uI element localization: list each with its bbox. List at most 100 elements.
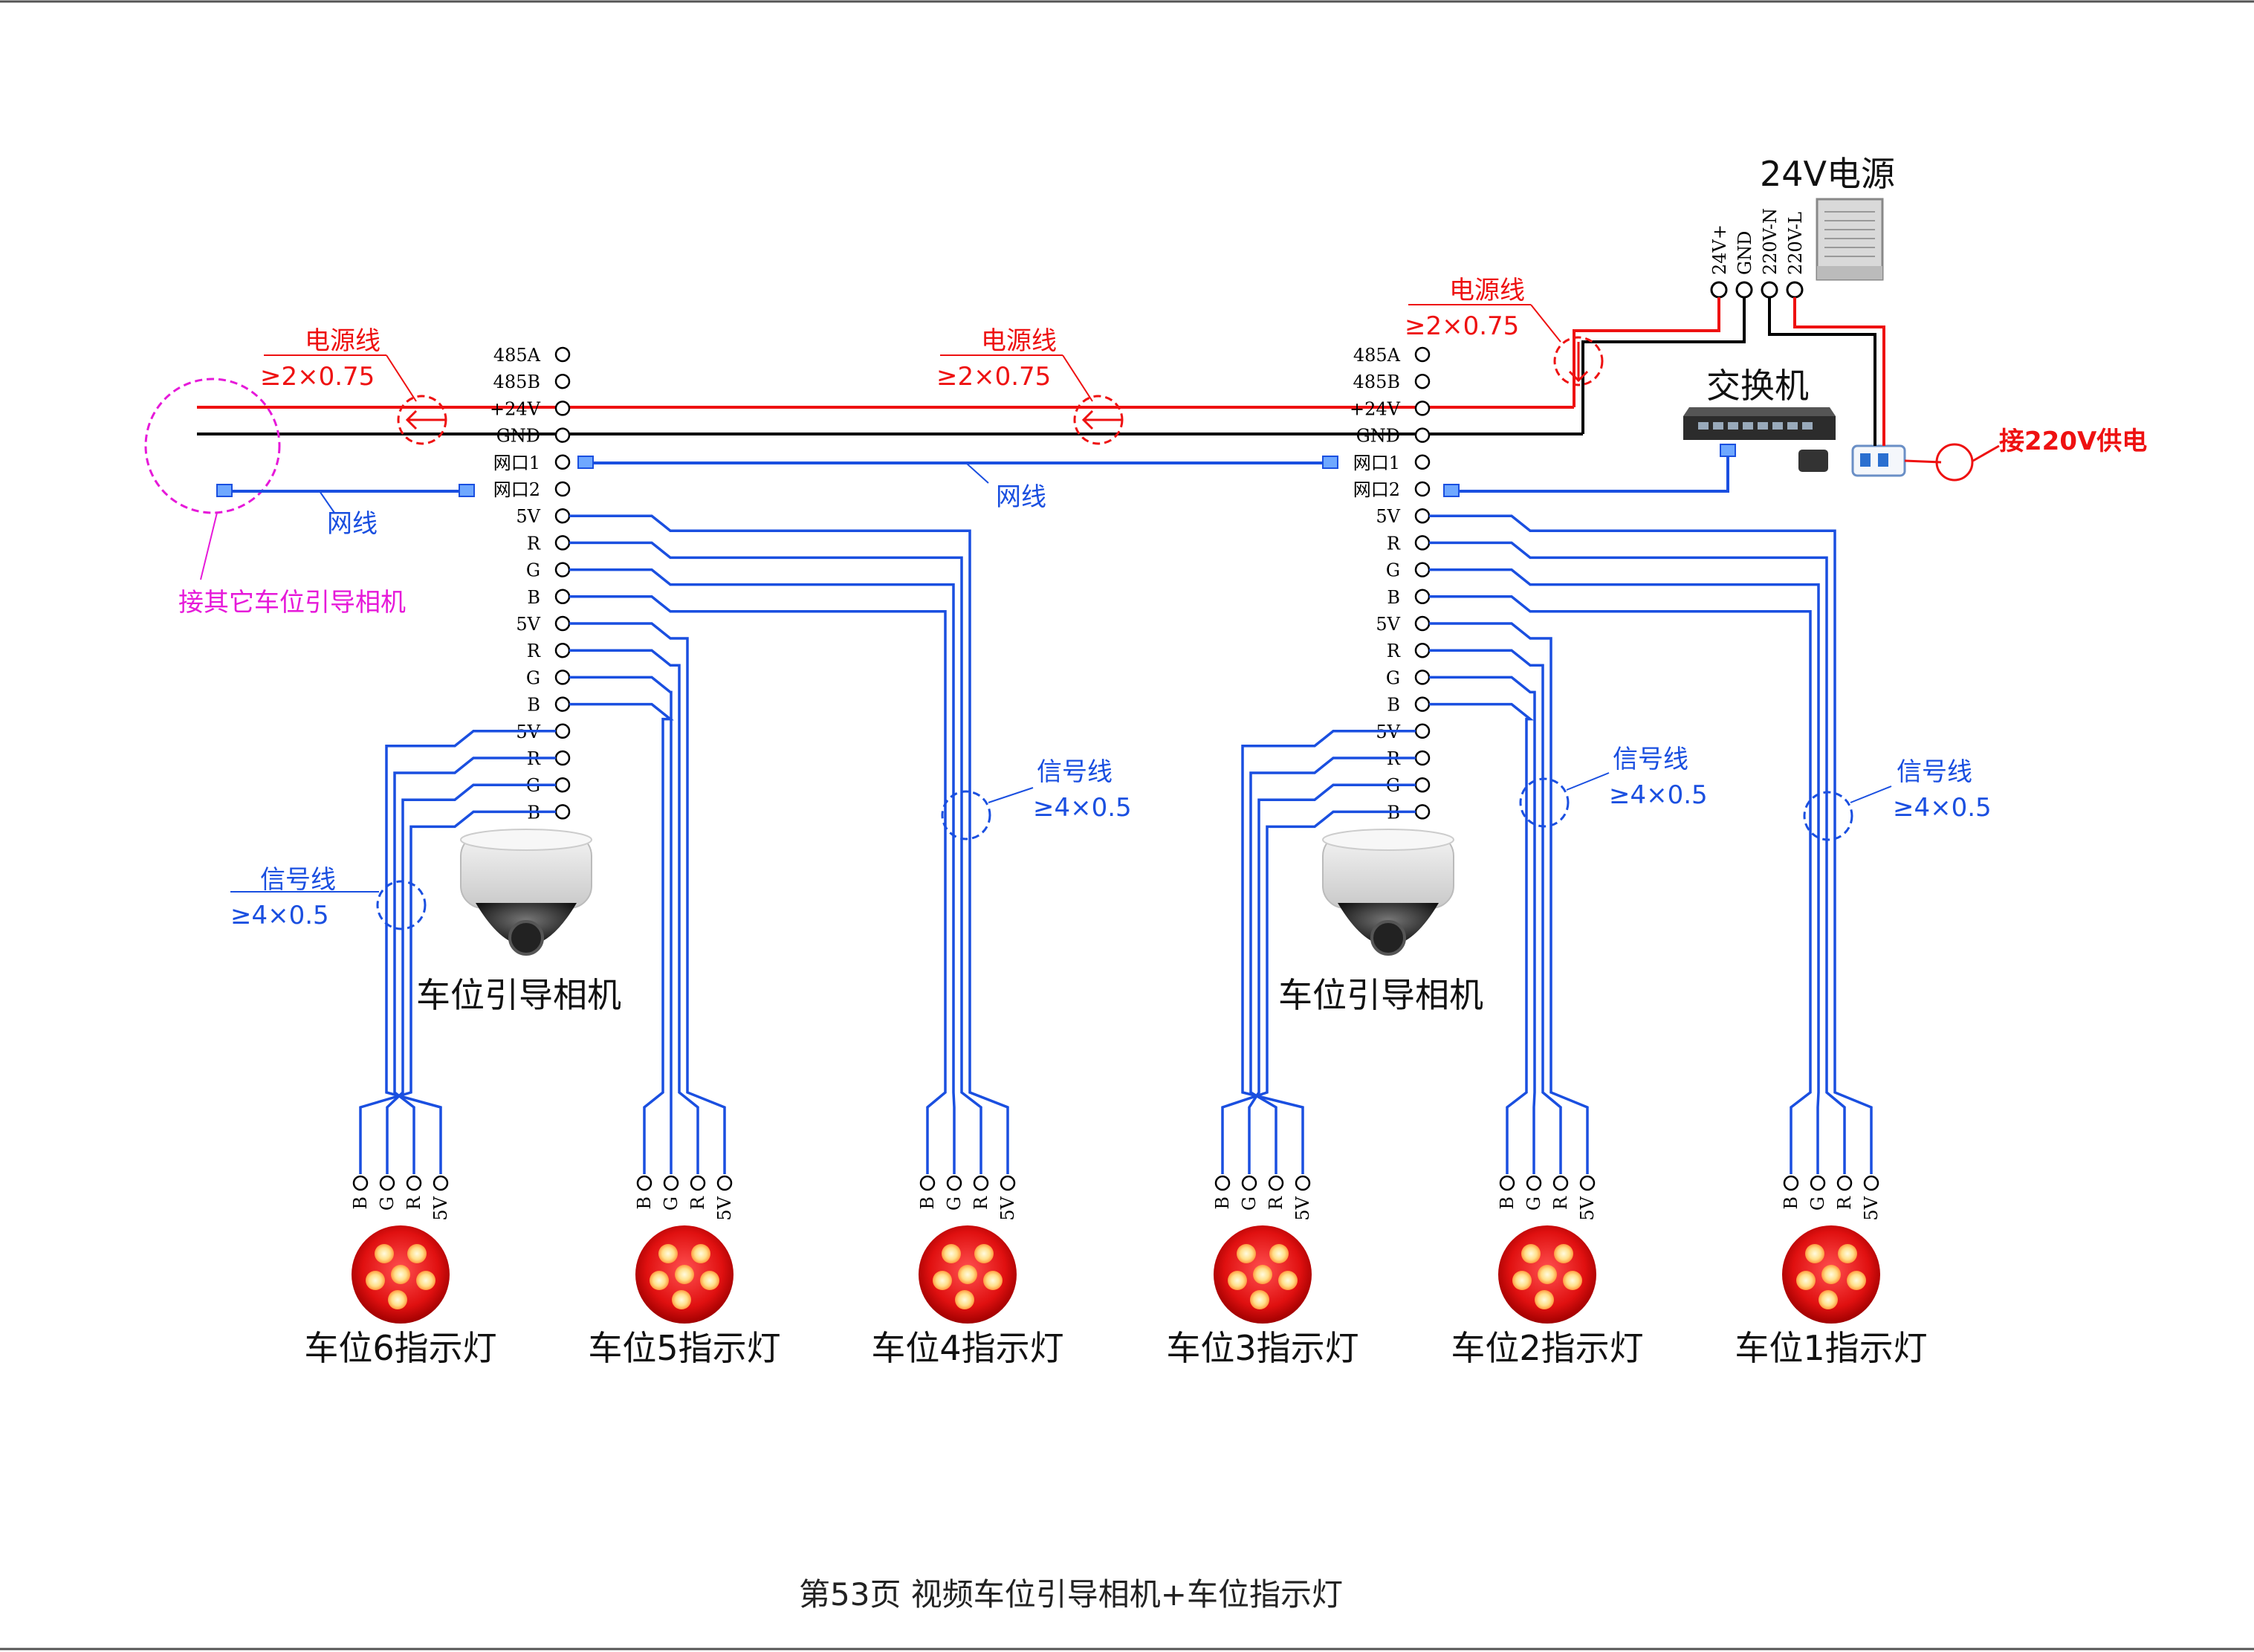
pin-label: G (944, 1196, 965, 1211)
mains-note: 接220V供电 (1999, 427, 2147, 456)
svg-text:电源线: 电源线 (981, 326, 1057, 356)
port-label: R (1387, 533, 1401, 554)
power-line-note-3: 电源线 ≥2×0.75 (1405, 276, 1604, 386)
port-label: R (527, 533, 541, 554)
pin-terminal (1499, 1175, 1515, 1191)
port-terminal (1414, 373, 1431, 389)
port-label: G (526, 667, 540, 688)
pin-label: B (1212, 1196, 1233, 1210)
port-terminal (554, 427, 571, 443)
network-switch: 交换机 (1683, 366, 1906, 477)
port-label: 网口2 (1353, 479, 1400, 500)
svg-text:网线: 网线 (996, 482, 1046, 512)
network-lines: 网线 网线 (216, 444, 1736, 539)
svg-text:信号线: 信号线 (260, 865, 336, 895)
port-label: 5V (1376, 614, 1400, 635)
page-caption: 第53页 视频车位引导相机+车位指示灯 (799, 1576, 1343, 1613)
pin-label: R (1266, 1196, 1286, 1210)
pin-terminal (433, 1175, 449, 1191)
pin-label: G (1523, 1196, 1544, 1211)
port-label: G (526, 560, 540, 581)
port-terminal (554, 481, 571, 497)
pin-terminal (1552, 1175, 1569, 1191)
pin-terminal (1268, 1175, 1284, 1191)
port-terminal (554, 535, 571, 551)
port-label: GND (1356, 426, 1400, 447)
pin-terminal (690, 1175, 706, 1191)
power-supply-title: 24V电源 (1760, 154, 1895, 194)
port-terminal (554, 615, 571, 632)
port-terminal (554, 401, 571, 416)
svg-text:≥4×0.5: ≥4×0.5 (1893, 793, 1992, 823)
svg-text:≥4×0.5: ≥4×0.5 (230, 901, 329, 930)
port-label: B (1387, 695, 1400, 716)
port-terminal (1414, 508, 1431, 524)
port-terminal (554, 777, 571, 793)
port-label: 网口1 (1353, 453, 1400, 473)
switch-title: 交换机 (1706, 366, 1809, 406)
camera-label: 车位引导相机 (416, 975, 621, 1015)
pin-terminal (1295, 1175, 1311, 1191)
pin-label: 5V (1861, 1196, 1882, 1220)
power-line-note-1: 电源线 ≥2×0.75 (260, 326, 447, 445)
port-label: 485A (493, 345, 541, 366)
indicator-label: 车位2指示灯 (1451, 1328, 1643, 1368)
indicator-label: 车位4指示灯 (871, 1328, 1063, 1368)
port-terminal (1414, 642, 1431, 658)
pin-terminal (1579, 1175, 1596, 1191)
port-terminal (1414, 481, 1431, 497)
pin-label: 5V (714, 1196, 735, 1220)
port-terminal (554, 670, 571, 685)
power-supply: 24V电源 24V+ GND 220V-N 220V-L (1709, 154, 1895, 299)
port-label: 网口2 (493, 479, 540, 500)
port-label: +24V (1350, 398, 1401, 419)
port-label: GND (496, 426, 540, 447)
port-terminal (554, 642, 571, 658)
pin-terminal (946, 1175, 962, 1191)
port-label: B (527, 587, 540, 608)
port-label: G (1386, 667, 1400, 688)
pin-terminal (1214, 1175, 1231, 1191)
port-terminal (554, 589, 571, 605)
pin-terminal (406, 1175, 422, 1191)
port-terminal (554, 562, 571, 577)
pin-label: G (1239, 1196, 1260, 1211)
pin-terminal (636, 1175, 652, 1191)
signal-line-note-1: 信号线 ≥4×0.5 (1803, 757, 1992, 841)
port-label: 5V (516, 506, 540, 527)
port-terminal (1414, 696, 1431, 712)
svg-text:≥2×0.75: ≥2×0.75 (1405, 311, 1519, 341)
port-label: B (1387, 587, 1400, 608)
signal-line-note-4: 信号线 ≥4×0.5 (941, 757, 1132, 840)
port-label: +24V (490, 398, 541, 419)
terminal-label: 24V+ (1709, 224, 1730, 275)
svg-text:电源线: 电源线 (1449, 276, 1525, 305)
indicator-label: 车位1指示灯 (1735, 1328, 1927, 1368)
signal-line-note-2: 信号线 ≥4×0.5 (1519, 745, 1708, 828)
port-terminal (554, 373, 571, 389)
port-terminal (1414, 615, 1431, 632)
pin-label: B (634, 1196, 655, 1210)
svg-text:电源线: 电源线 (305, 326, 380, 356)
signal-wires (359, 514, 1873, 1174)
pin-terminal (1241, 1175, 1257, 1191)
port-terminal (554, 804, 571, 820)
port-terminal (554, 696, 571, 712)
power-line-note-2: 电源线 ≥2×0.75 (936, 326, 1124, 445)
pin-terminal (1810, 1175, 1826, 1191)
port-terminal (1414, 454, 1431, 470)
pin-label: R (404, 1196, 424, 1210)
port-label: 485B (493, 372, 540, 392)
pin-label: G (661, 1196, 681, 1211)
port-terminal (1414, 804, 1431, 820)
pin-label: 5V (1292, 1196, 1313, 1220)
pin-terminal (973, 1175, 989, 1191)
pin-terminal (379, 1175, 395, 1191)
port-label: G (1386, 560, 1400, 581)
